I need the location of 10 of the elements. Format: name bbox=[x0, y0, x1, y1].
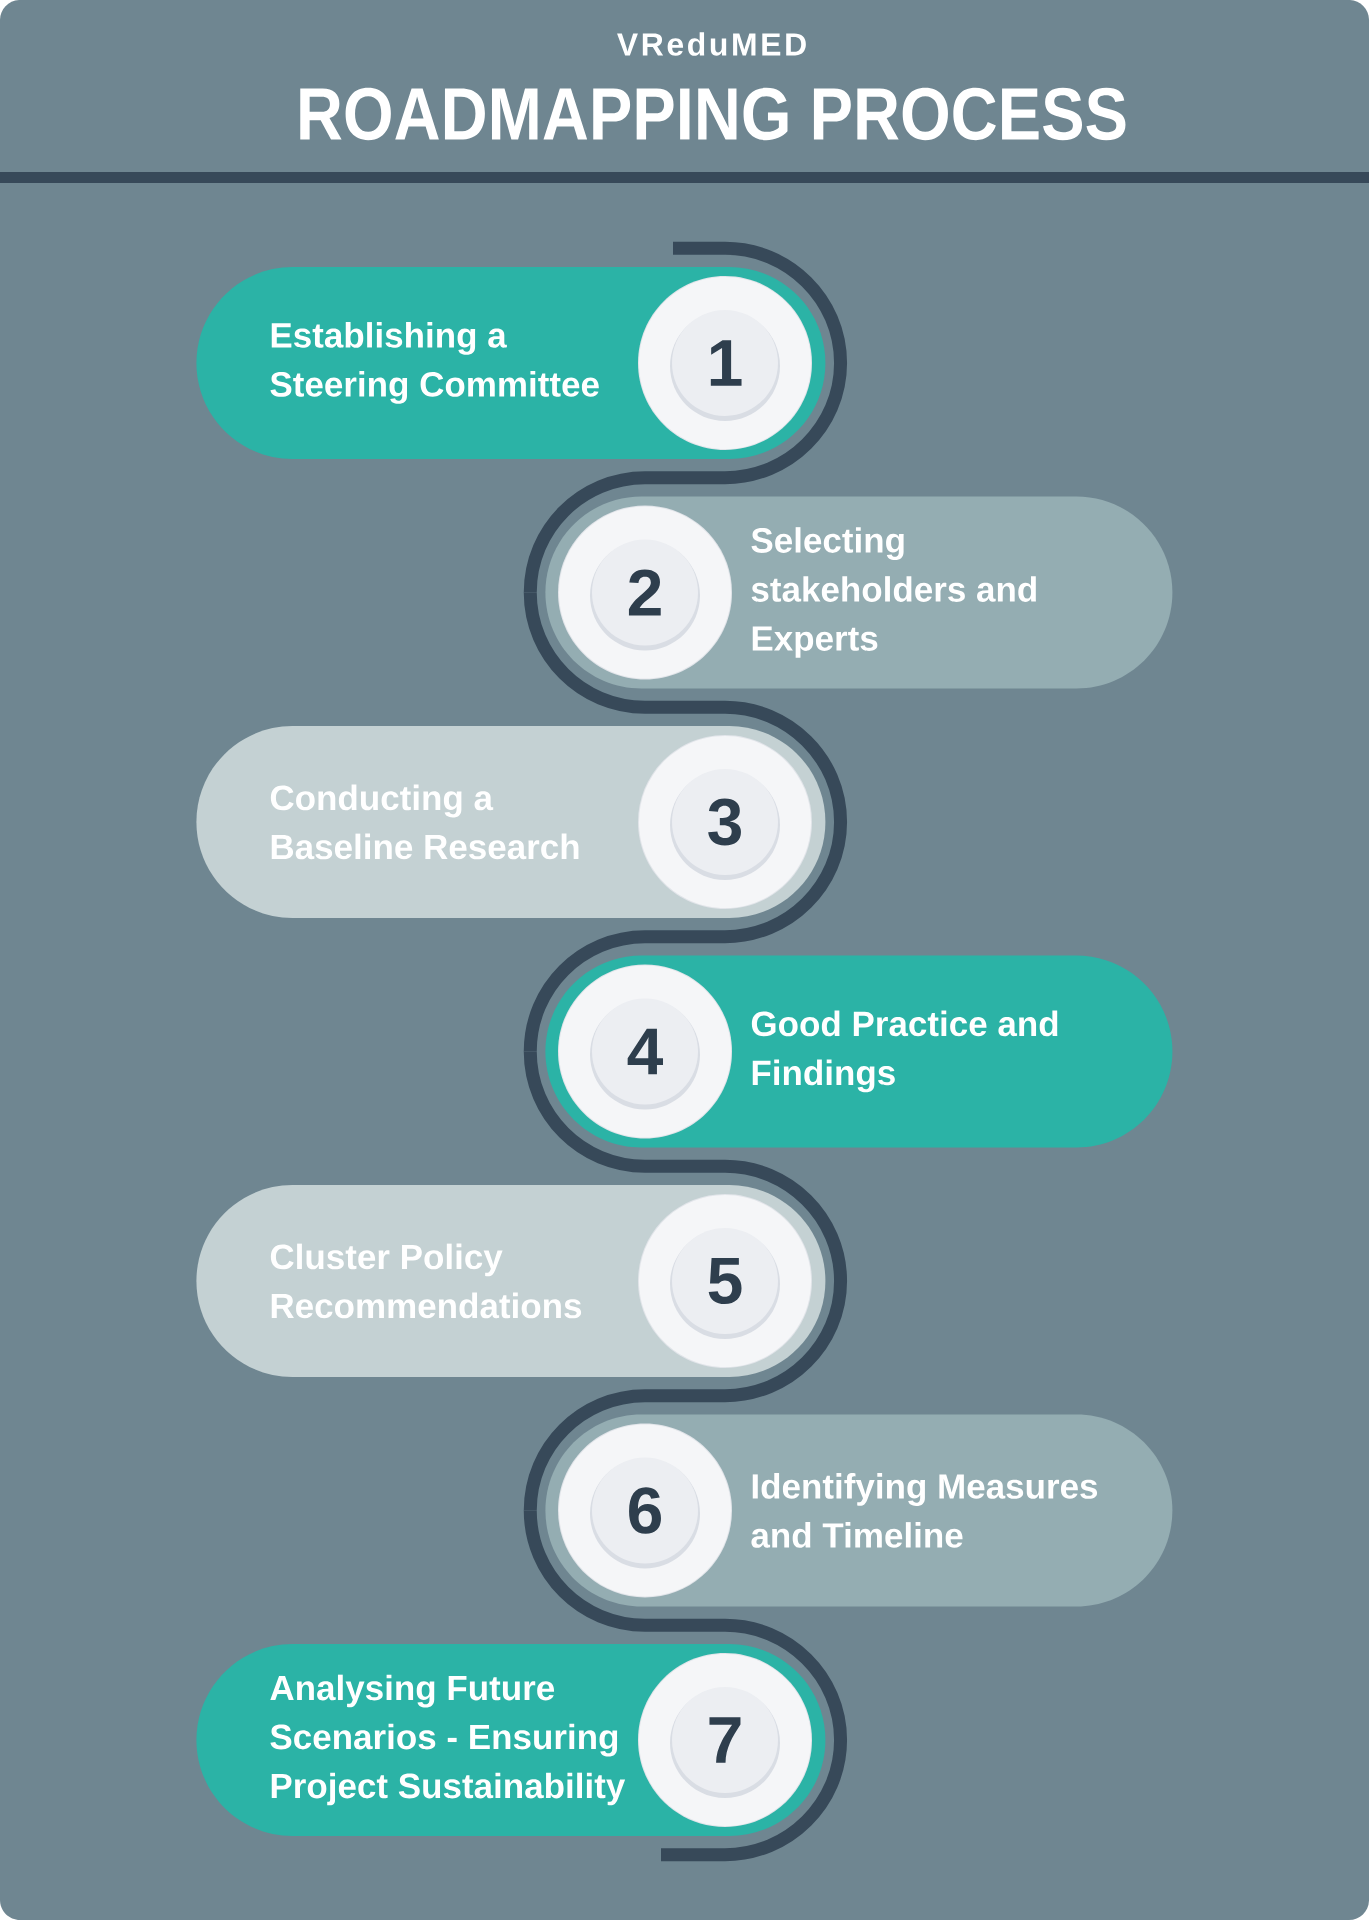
track-line bbox=[523, 1510, 848, 1741]
subtitle: VReduMED bbox=[617, 32, 806, 56]
track-line bbox=[523, 821, 848, 1052]
track-line bbox=[661, 1739, 848, 1862]
track-line bbox=[523, 592, 848, 823]
title: ROADMAPPING PROCESS bbox=[300, 87, 1126, 141]
track-line bbox=[673, 241, 848, 364]
track-line bbox=[523, 1280, 848, 1511]
track-line bbox=[523, 362, 848, 593]
track-line bbox=[523, 1051, 848, 1282]
